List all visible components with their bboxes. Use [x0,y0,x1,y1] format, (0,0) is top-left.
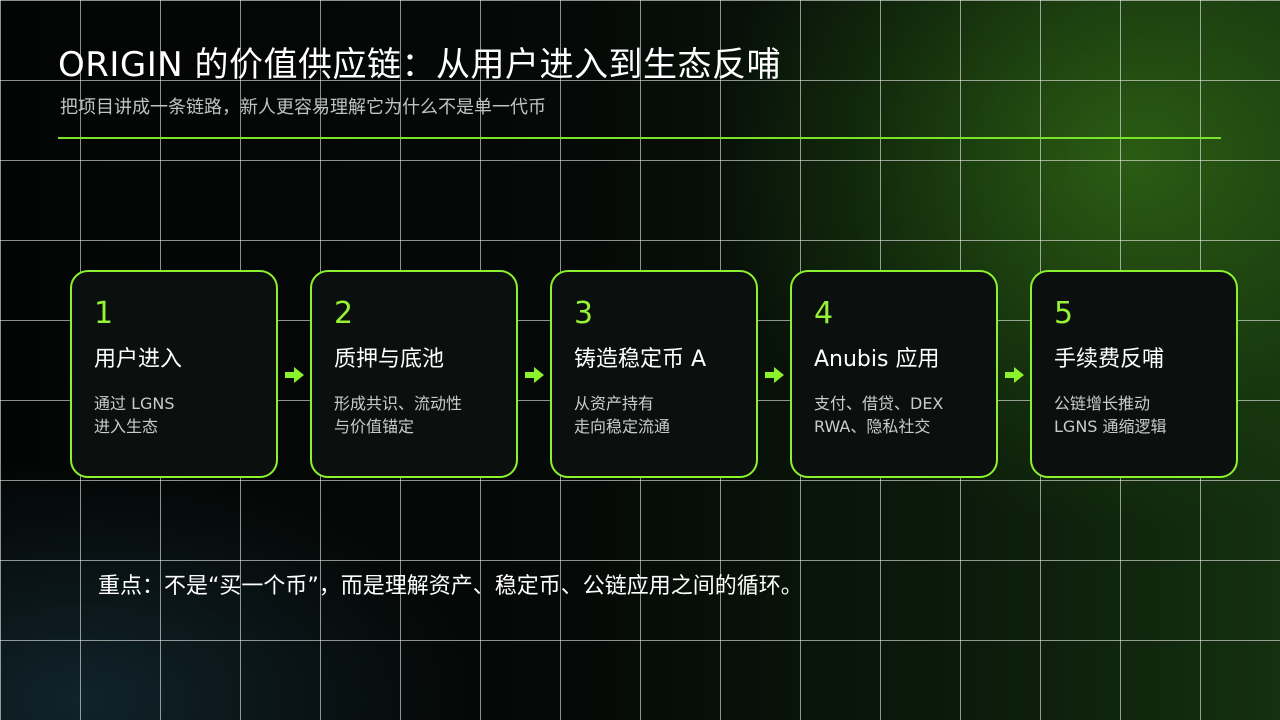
step-description-line: LGNS 通缩逻辑 [1054,417,1167,436]
step-card-5: 5 手续费反哺 公链增长推动 LGNS 通缩逻辑 [1030,270,1238,478]
step-description: 形成共识、流动性 与价值锚定 [334,392,462,438]
step-description-line: 公链增长推动 [1054,394,1151,413]
step-description: 通过 LGNS 进入生态 [94,392,175,438]
step-title: 铸造稳定币 A [574,347,707,372]
right-arrow-icon [285,367,304,383]
step-number: 2 [334,296,354,331]
step-title: 手续费反哺 [1054,347,1165,372]
step-card-4: 4 Anubis 应用 支付、借贷、DEX RWA、隐私社交 [790,270,998,478]
step-number: 3 [574,296,594,331]
step-description: 从资产持有 走向稳定流通 [574,392,670,438]
step-description-line: 进入生态 [94,417,159,436]
step-title: 质押与底池 [334,347,445,372]
step-card-2: 2 质押与底池 形成共识、流动性 与价值锚定 [310,270,518,478]
step-description: 支付、借贷、DEX RWA、隐私社交 [814,392,943,438]
step-title: 用户进入 [94,347,183,372]
step-description-line: 与价值锚定 [334,417,415,436]
step-description-line: RWA、隐私社交 [814,417,931,436]
right-arrow-icon [525,367,544,383]
step-description-line: 通过 LGNS [94,394,175,413]
step-card-1: 1 用户进入 通过 LGNS 进入生态 [70,270,278,478]
step-description-line: 走向稳定流通 [574,417,671,436]
step-description-line: 形成共识、流动性 [334,394,463,413]
title-divider [58,137,1221,139]
step-description-line: 从资产持有 [574,394,655,413]
step-number: 5 [1054,296,1074,331]
key-point-note: 重点：不是“买一个币”，而是理解资产、稳定币、公链应用之间的循环。 [98,574,803,599]
right-arrow-icon [765,367,784,383]
step-description: 公链增长推动 LGNS 通缩逻辑 [1054,392,1167,438]
step-title: Anubis 应用 [814,347,940,372]
right-arrow-icon [1005,367,1024,383]
step-number: 4 [814,296,834,331]
slide-title: ORIGIN 的价值供应链：从用户进入到生态反哺 [58,45,782,85]
slide-subtitle: 把项目讲成一条链路，新人更容易理解它为什么不是单一代币 [60,97,546,118]
step-card-3: 3 铸造稳定币 A 从资产持有 走向稳定流通 [550,270,758,478]
step-description-line: 支付、借贷、DEX [814,394,944,413]
step-number: 1 [94,296,114,331]
